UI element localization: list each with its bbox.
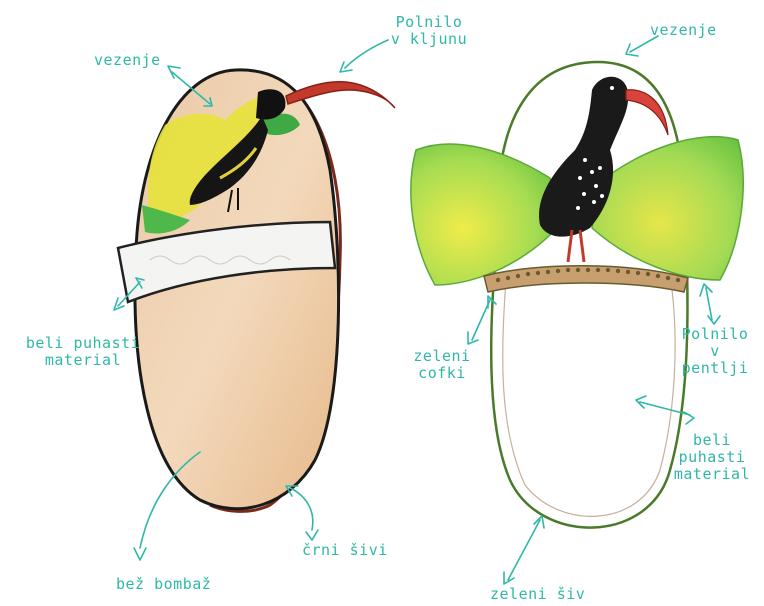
label-beli-material-left-line2: material	[18, 352, 148, 369]
label-polnilo-kljun-line1: Polnilo	[384, 14, 474, 31]
label-polnilo-pentlji-line2: v	[680, 343, 750, 360]
label-crni-sivi: črni šivi	[302, 542, 388, 559]
label-beli-material-right-line1: beli	[664, 432, 760, 449]
label-beli-material-left: beli puhasti material	[18, 335, 148, 369]
label-zeleni-cofki-line2: cofki	[412, 365, 472, 382]
left-slipper	[118, 70, 395, 512]
label-zeleni-cofki: zeleni cofki	[412, 348, 472, 382]
label-beli-material-right-line2: puhasti	[664, 449, 760, 466]
label-polnilo-kljun: Polnilo v kljunu	[384, 14, 474, 48]
label-zeleni-siv: zeleni šiv	[490, 586, 585, 603]
label-zeleni-cofki-line1: zeleni	[412, 348, 472, 365]
label-polnilo-pentlji-line3: pentlji	[680, 360, 750, 377]
label-polnilo-kljun-line2: v kljunu	[384, 31, 474, 48]
label-bez-bombaz: bež bombaž	[116, 576, 211, 593]
label-vezenje-left: vezenje	[94, 52, 161, 69]
label-polnilo-pentlji: Polnilo v pentlji	[680, 326, 750, 377]
label-beli-material-left-line1: beli puhasti	[18, 335, 148, 352]
label-polnilo-pentlji-line1: Polnilo	[680, 326, 750, 343]
label-beli-material-right-line3: material	[664, 466, 760, 483]
label-vezenje-right: vezenje	[650, 22, 717, 39]
label-beli-material-right: beli puhasti material	[664, 432, 760, 483]
